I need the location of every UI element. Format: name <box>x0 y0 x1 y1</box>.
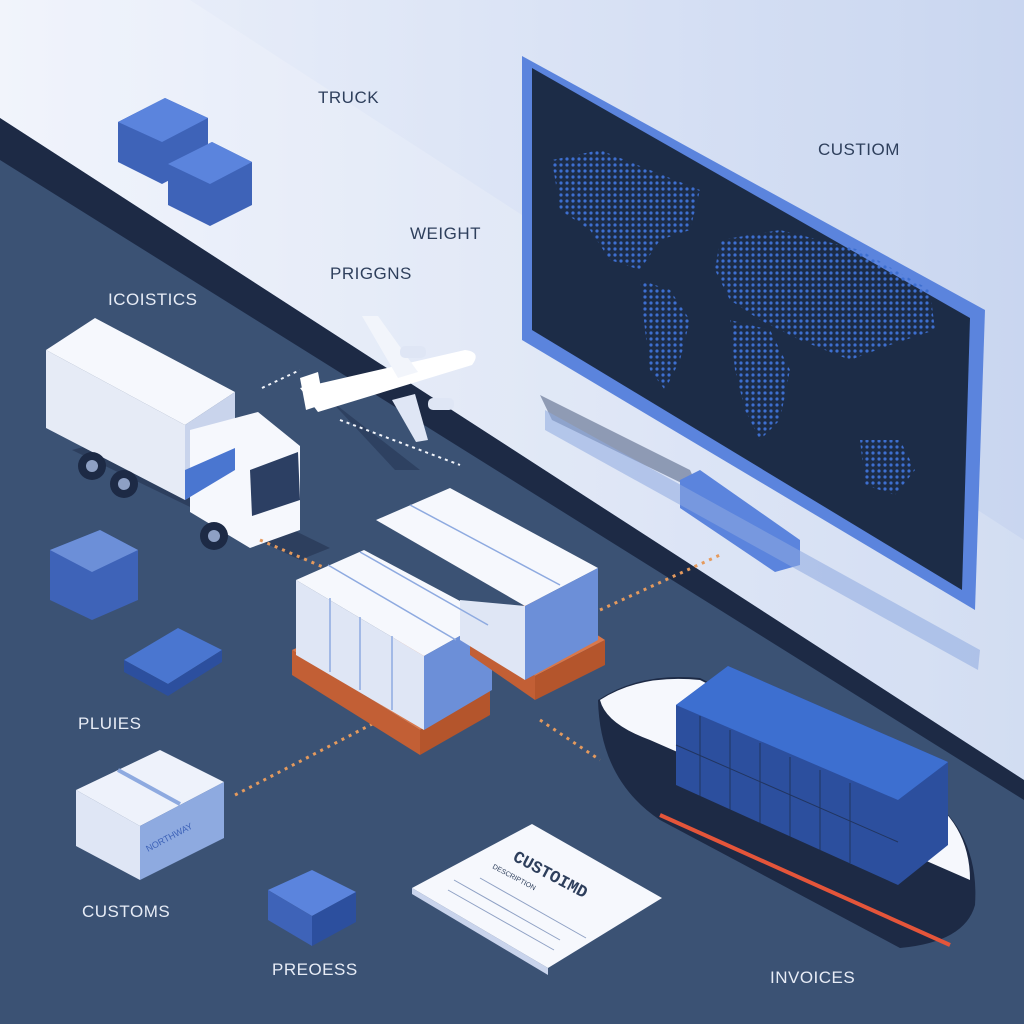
map-africa <box>730 320 790 440</box>
label-icoistics: ICOISTICS <box>108 290 198 309</box>
airplane-icon <box>261 316 476 470</box>
wall-baseboard <box>0 118 1024 800</box>
map-australia <box>860 440 915 495</box>
container-ship-icon <box>598 666 976 948</box>
package-icon <box>50 530 138 620</box>
label-custiom: CUSTIOM <box>818 140 900 159</box>
label-prigns: PRIGGNS <box>330 264 412 283</box>
package-icon <box>118 98 252 226</box>
monitor-shadow <box>545 410 980 670</box>
pallet-boxes-icon <box>292 488 605 755</box>
map-eurasia <box>715 230 935 360</box>
world-map-icon <box>522 56 985 670</box>
wall-highlight <box>0 0 1024 780</box>
package-icon <box>268 870 356 946</box>
map-south-america <box>640 280 690 390</box>
document-icon: CUSTOIMD DESCRIPTION <box>412 824 662 975</box>
map-north-america <box>552 150 700 270</box>
keypad-icon <box>124 628 222 696</box>
label-invoices: INVOICES <box>770 968 856 987</box>
truck-icon <box>46 318 330 560</box>
label-truck: TRUCK <box>318 88 380 107</box>
label-weight: WEIGHT <box>410 224 481 243</box>
connector-lines <box>234 538 721 797</box>
label-preoess: PREOESS <box>272 960 358 979</box>
label-pluies: PLUIES <box>78 714 142 733</box>
label-customs: CUSTOMS <box>82 902 171 921</box>
package-icon: NORTHWAY <box>76 750 224 880</box>
